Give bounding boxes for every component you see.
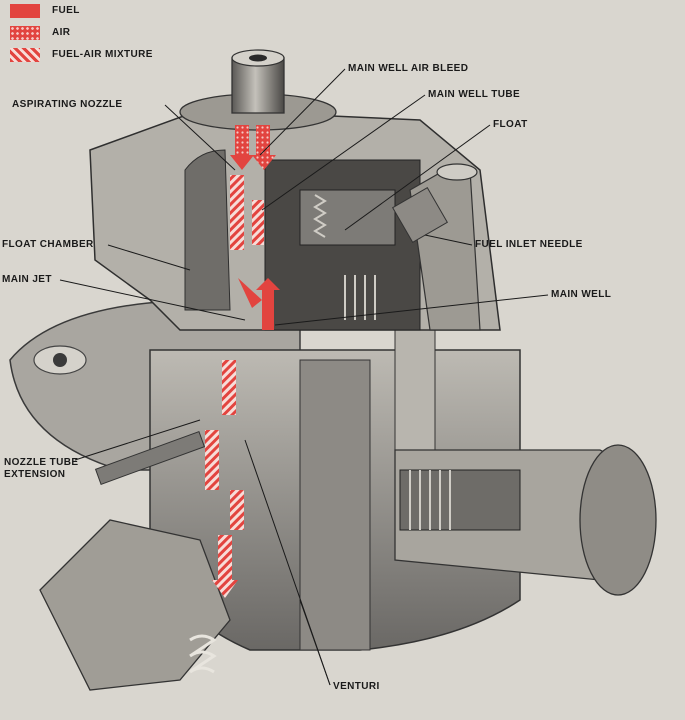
label-aspirating-nozzle: ASPIRATING NOZZLE <box>12 99 123 110</box>
legend-label: FUEL <box>52 5 80 16</box>
leader-lines <box>59 68 549 686</box>
air-horn-cap <box>179 49 337 131</box>
label-nozzle-tube-extension-line1: NOZZLE TUBE <box>4 457 79 468</box>
legend-item-mixture: FUEL-AIR MIXTURE <box>10 44 153 66</box>
throttle-body <box>149 329 521 651</box>
air-swatch <box>10 26 40 40</box>
fuel-inlet-fitting <box>391 163 481 331</box>
legend: FUEL AIR FUEL-AIR MIXTURE <box>10 0 153 66</box>
label-main-well-tube: MAIN WELL TUBE <box>428 89 521 100</box>
float-spring <box>313 194 327 238</box>
label-main-jet: MAIN JET <box>2 274 52 285</box>
main-jet-fuel-flow <box>238 278 262 308</box>
nozzle-mixture-flow <box>230 175 244 250</box>
legend-item-air: AIR <box>10 22 153 44</box>
fuel-swatch <box>10 4 40 18</box>
label-main-well-air-bleed: MAIN WELL AIR BLEED <box>348 63 469 74</box>
legend-item-fuel: FUEL <box>10 0 153 22</box>
float-bellows <box>344 275 376 320</box>
pump-passage <box>394 444 657 596</box>
label-venturi: VENTURI <box>333 681 380 692</box>
label-main-well: MAIN WELL <box>551 289 612 300</box>
label-float: FLOAT <box>493 119 528 130</box>
air-bleed-flow <box>235 125 249 155</box>
flow-arrows <box>205 125 280 598</box>
throttle-linkage <box>39 431 231 691</box>
throttle-return-spring <box>189 634 217 674</box>
mixture-swatch <box>10 48 40 62</box>
label-float-chamber: FLOAT CHAMBER <box>2 239 94 250</box>
label-fuel-inlet-needle: FUEL INLET NEEDLE <box>475 239 583 250</box>
venturi-mixture-flow <box>222 360 236 415</box>
label-nozzle-tube-extension-line2: EXTENSION <box>4 469 66 480</box>
legend-label: FUEL-AIR MIXTURE <box>52 49 153 60</box>
legend-label: AIR <box>52 27 71 38</box>
float-bowl-housing <box>89 109 501 331</box>
